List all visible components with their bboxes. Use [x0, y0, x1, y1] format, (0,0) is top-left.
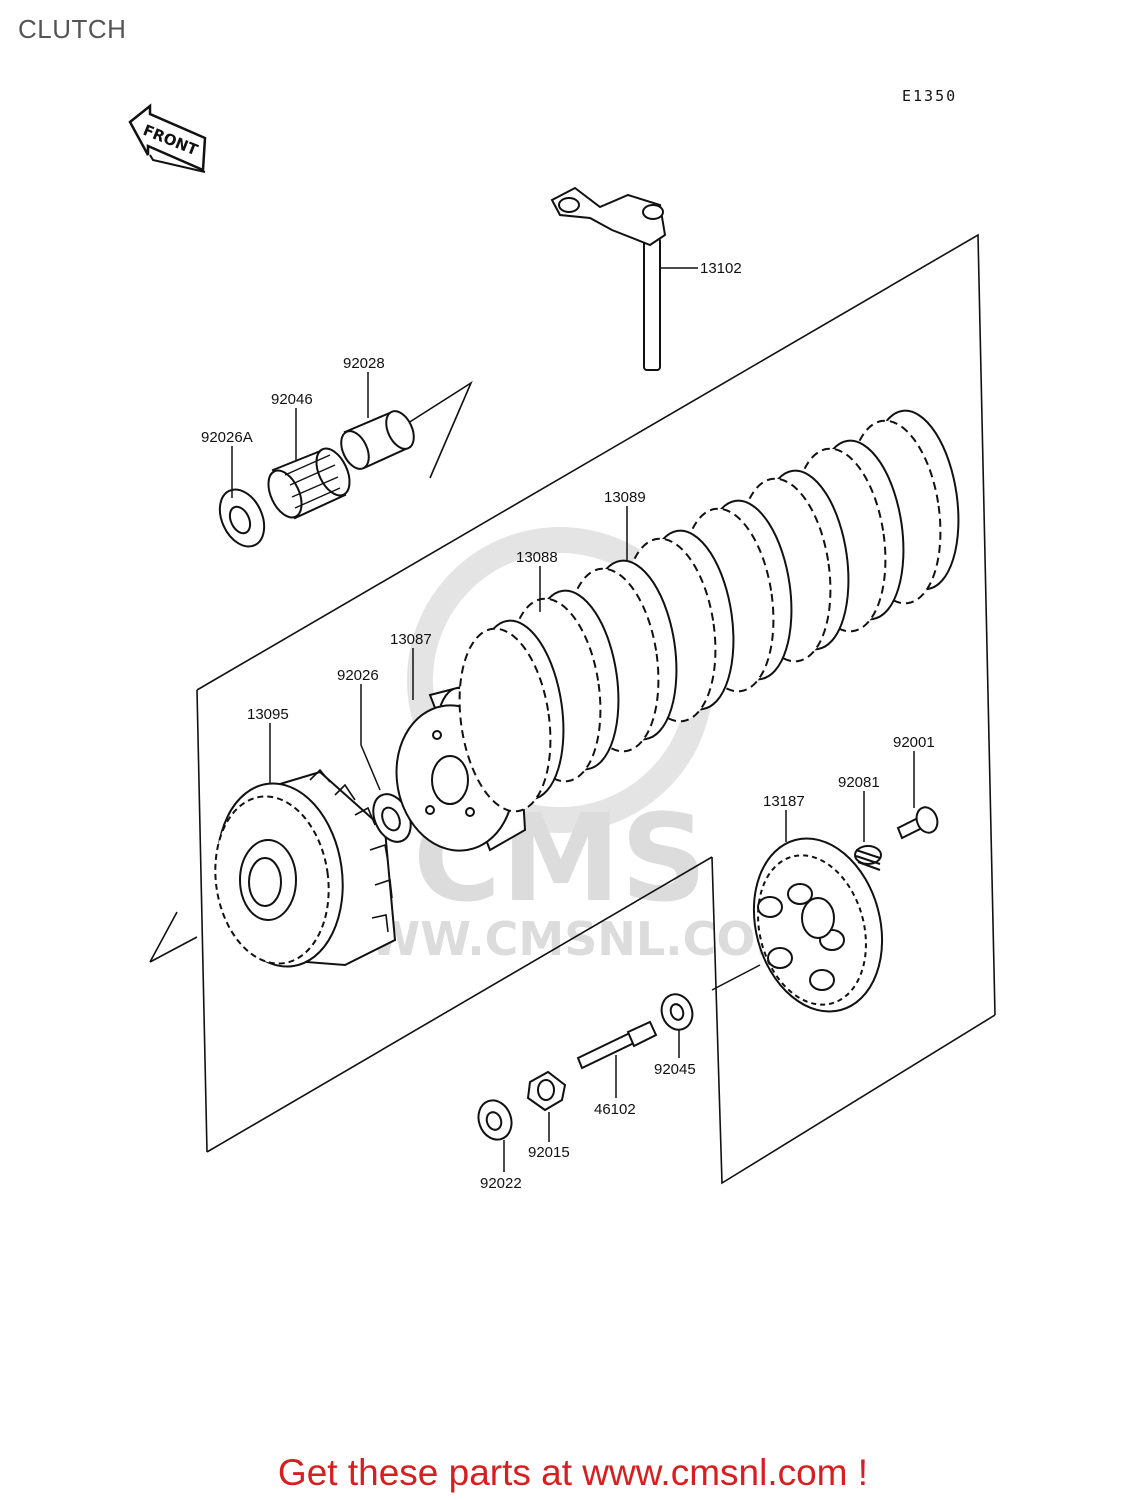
- part-label: 13089: [604, 489, 646, 506]
- part-label: 46102: [594, 1101, 636, 1118]
- page-title: CLUTCH: [18, 14, 127, 44]
- drawing-code: E1350: [902, 87, 957, 105]
- ball-bearing-icon: [660, 993, 694, 1031]
- part-label: 13187: [763, 793, 805, 810]
- part-label: 92028: [343, 355, 385, 372]
- part-label: 92026: [337, 667, 379, 684]
- footer-link[interactable]: Get these parts at www.cmsnl.com !: [277, 1452, 869, 1493]
- clutch-housing-icon: [214, 768, 397, 968]
- clutch-plates-icon: [458, 409, 960, 813]
- part-label: 13102: [700, 260, 742, 277]
- watermark-url: WWW.CMSNL.COM: [319, 912, 802, 966]
- part-label: 13087: [390, 631, 432, 648]
- leader-lines: [231, 267, 915, 1172]
- needle-bearing-icon: [267, 447, 351, 520]
- part-labels: 13102 92028 92046 92026A 13089 13088 130…: [201, 260, 935, 1192]
- part-label: 92081: [838, 774, 880, 791]
- part-label: 92022: [480, 1175, 522, 1192]
- bolt-icon: [896, 806, 939, 840]
- front-arrow-icon: FRONT: [128, 103, 207, 173]
- part-label: 92026A: [201, 429, 253, 446]
- collar-icon: [340, 410, 415, 470]
- part-label: 92046: [271, 391, 313, 408]
- push-rod-icon: [576, 1020, 658, 1070]
- washer-92026a-icon: [218, 488, 266, 548]
- spring-icon: [854, 845, 882, 871]
- part-label: 13088: [516, 549, 558, 566]
- frame-lines: [149, 233, 996, 1185]
- nut-icon: [526, 1070, 567, 1112]
- clutch-exploded-diagram: CMS WWW.CMSNL.COM E1350 FRONT: [128, 87, 996, 1192]
- clutch-push-lever-icon: [550, 186, 667, 371]
- part-label: 92015: [528, 1144, 570, 1161]
- part-label: 13095: [247, 706, 289, 723]
- washer-92022-icon: [477, 1099, 513, 1141]
- pressure-plate-icon: [752, 837, 884, 1013]
- part-label: 92045: [654, 1061, 696, 1078]
- part-label: 92001: [893, 734, 935, 751]
